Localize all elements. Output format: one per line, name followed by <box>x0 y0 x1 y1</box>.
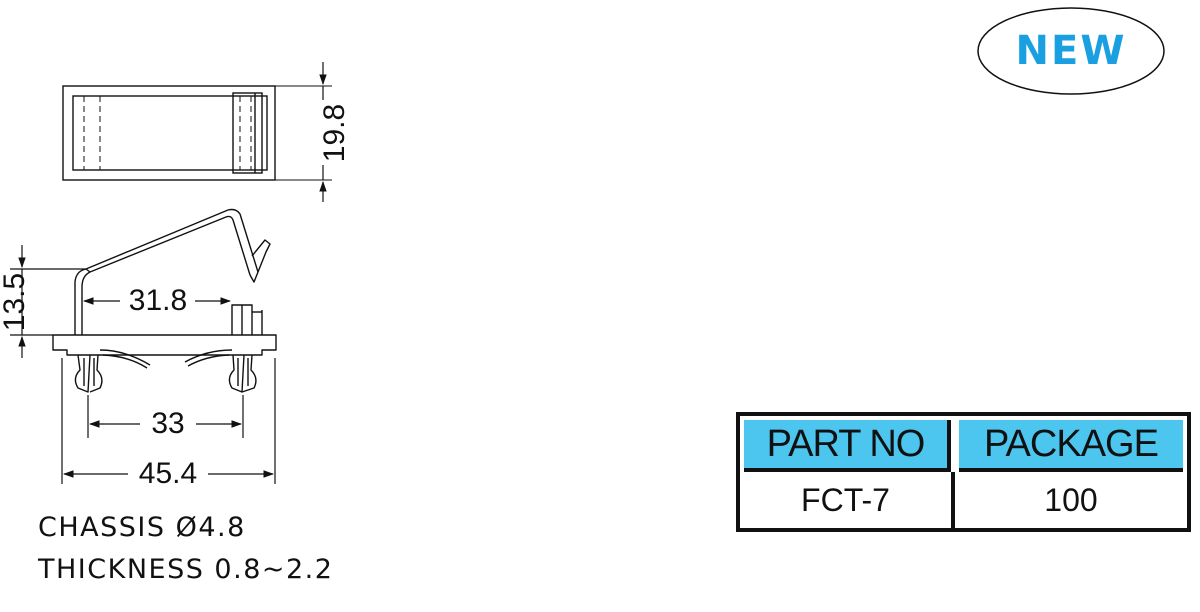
cell-package: 100 <box>1044 481 1098 518</box>
dimension-height-top: 19.8 <box>318 62 351 202</box>
dimension-inner-span: 31.8 <box>82 284 232 317</box>
dim-19-8-label: 19.8 <box>318 104 351 162</box>
dim-13-5-label: 13.5 <box>0 273 31 331</box>
new-badge: NEW <box>976 6 1166 96</box>
dim-45-4-label: 45.4 <box>139 457 197 490</box>
dimension-height-side: 13.5 <box>0 245 86 358</box>
new-badge-label: NEW <box>1015 28 1127 74</box>
header-package: PACKAGE <box>959 420 1183 472</box>
dimension-overall-length: 45.4 <box>61 358 276 490</box>
dim-31-8-label: 31.8 <box>129 284 187 317</box>
cell-part-no: FCT-7 <box>740 472 955 528</box>
dim-33-label: 33 <box>151 407 184 440</box>
header-part-no: PART NO <box>744 420 951 472</box>
thickness-spec: THICKNESS 0.8~2.2 <box>38 554 334 585</box>
chassis-spec: CHASSIS Ø4.8 <box>38 512 246 543</box>
part-table: PART NO PACKAGE FCT-7 100 <box>736 412 1191 532</box>
dimension-hole-spacing: 33 <box>87 395 244 440</box>
badge-ellipse <box>977 7 1165 95</box>
top-view <box>62 85 332 181</box>
side-view <box>52 208 277 393</box>
